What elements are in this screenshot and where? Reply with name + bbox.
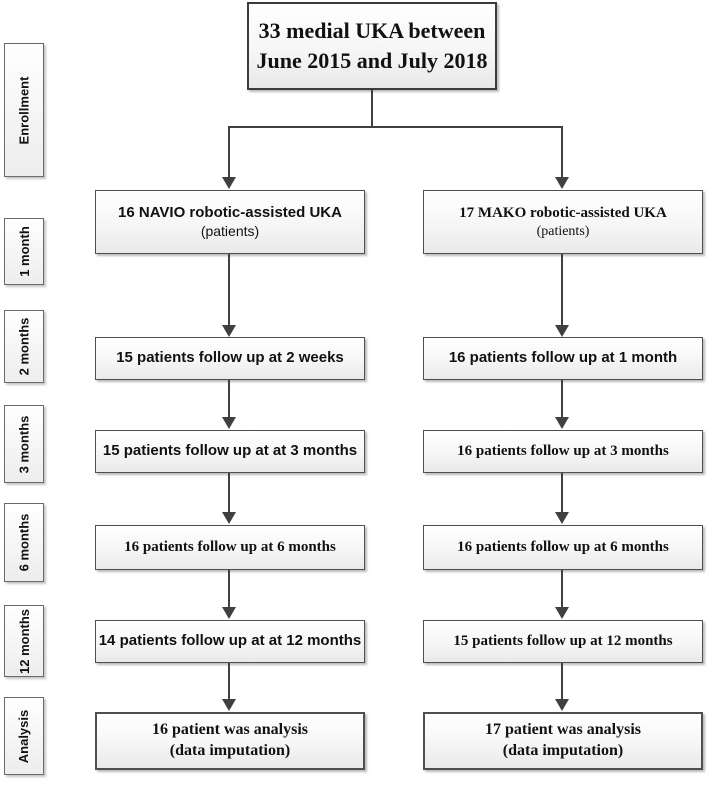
- followup-text: 15 patients follow up at 2 weeks: [116, 349, 344, 367]
- arrowhead-down-icon: [222, 699, 236, 711]
- stage-label-2-months: 2 months: [4, 310, 44, 383]
- arrowhead-down-icon: [222, 177, 236, 189]
- stage-label-6-months: 6 months: [4, 503, 44, 582]
- stage-label-enrollment: Enrollment: [4, 43, 44, 177]
- arrowhead-down-icon: [555, 607, 569, 619]
- connector: [228, 570, 230, 608]
- followup-text: 16 patients follow up at 1 month: [448, 349, 678, 367]
- stage-label-text: 2 months: [16, 317, 32, 376]
- mako-arm-title: 17 MAKO robotic-assisted UKA: [459, 204, 667, 221]
- followup-text: 14 patients follow up at at 12 months: [98, 632, 362, 650]
- mako-followup-1-month-box: 16 patients follow up at 1 month: [423, 337, 703, 380]
- followup-text: 15 patients follow up at 12 months: [453, 633, 673, 650]
- navio-followup-12-months-box: 14 patients follow up at at 12 months: [95, 620, 365, 663]
- followup-text: 15 patients follow up at at 3 months: [102, 442, 358, 460]
- navio-followup-2-weeks-box: 15 patients follow up at 2 weeks: [95, 337, 365, 380]
- arrowhead-down-icon: [222, 607, 236, 619]
- stage-label-text: 1 month: [16, 226, 32, 277]
- stage-label-text: 3 months: [16, 415, 32, 473]
- arrowhead-down-icon: [555, 417, 569, 429]
- arrowhead-down-icon: [222, 417, 236, 429]
- connector: [561, 254, 563, 326]
- enrollment-total-box: 33 medial UKA between June 2015 and July…: [247, 2, 497, 90]
- connector: [561, 380, 563, 418]
- navio-arm-title: 16 NAVIO robotic-assisted UKA: [118, 203, 342, 221]
- analysis-line-2: (data imputation): [502, 742, 624, 759]
- stage-label-text: Analysis: [16, 709, 32, 763]
- arrowhead-down-icon: [555, 325, 569, 337]
- navio-arm-subtitle: (patients): [200, 222, 260, 239]
- stage-label-12-months: 12 months: [4, 605, 44, 677]
- navio-followup-3-months-box: 15 patients follow up at at 3 months: [95, 430, 365, 473]
- connector: [561, 473, 563, 513]
- stage-label-text: 6 months: [16, 513, 32, 572]
- connector: [561, 663, 563, 700]
- stage-label-text: Enrollment: [16, 76, 32, 144]
- arrowhead-down-icon: [222, 325, 236, 337]
- mako-followup-12-months-box: 15 patients follow up at 12 months: [423, 620, 703, 663]
- arrowhead-down-icon: [555, 699, 569, 711]
- connector: [561, 570, 563, 608]
- navio-followup-6-months-box: 16 patients follow up at 6 months: [95, 525, 365, 570]
- analysis-line-1: 17 patient was analysis: [484, 721, 642, 739]
- title-line-1: 33 medial UKA between: [258, 18, 486, 44]
- stage-label-analysis: Analysis: [4, 697, 44, 775]
- arrowhead-down-icon: [555, 512, 569, 524]
- followup-text: 16 patients follow up at 3 months: [457, 443, 669, 460]
- connector-right-drop: [561, 126, 563, 178]
- connector: [228, 663, 230, 700]
- arrowhead-down-icon: [222, 512, 236, 524]
- stage-label-1-month: 1 month: [4, 218, 44, 285]
- title-line-2: June 2015 and July 2018: [256, 48, 488, 73]
- stage-label-3-months: 3 months: [4, 405, 44, 483]
- connector: [228, 254, 230, 326]
- arrowhead-down-icon: [555, 177, 569, 189]
- followup-text: 16 patients follow up at 6 months: [457, 539, 669, 556]
- navio-analysis-box: 16 patient was analysis (data imputation…: [95, 712, 365, 770]
- connector: [228, 473, 230, 513]
- analysis-line-1: 16 patient was analysis: [151, 721, 309, 739]
- mako-arm-subtitle: (patients): [536, 223, 590, 239]
- connector-left-drop: [228, 126, 230, 178]
- stage-label-text: 12 months: [16, 608, 32, 674]
- navio-arm-box: 16 NAVIO robotic-assisted UKA (patients): [95, 190, 365, 254]
- connector-branch-bar: [229, 126, 563, 128]
- connector-stem: [371, 90, 373, 127]
- mako-arm-box: 17 MAKO robotic-assisted UKA (patients): [423, 190, 703, 254]
- analysis-line-2: (data imputation): [169, 742, 291, 759]
- mako-followup-6-months-box: 16 patients follow up at 6 months: [423, 525, 703, 570]
- mako-followup-3-months-box: 16 patients follow up at 3 months: [423, 430, 703, 473]
- mako-analysis-box: 17 patient was analysis (data imputation…: [423, 712, 703, 770]
- connector: [228, 380, 230, 418]
- followup-text: 16 patients follow up at 6 months: [124, 539, 336, 556]
